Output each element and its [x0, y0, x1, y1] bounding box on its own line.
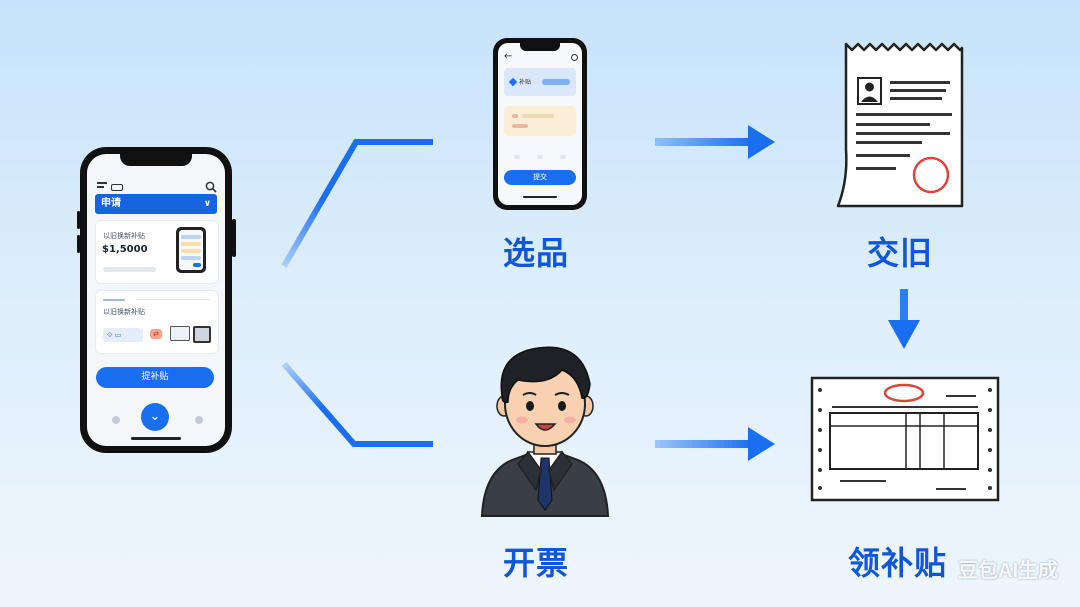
search-icon[interactable]: [205, 181, 217, 193]
step-label-invoice: 开票: [503, 544, 570, 582]
red-stamp-icon: [912, 156, 950, 194]
phone-select-screen: ← 补贴 提交: [498, 43, 582, 205]
phone-main: 申请 ∨ 以旧换新补贴 $1,5000 以旧换新补贴 ⟐ ▭: [77, 147, 236, 453]
receipt-icon: [836, 42, 964, 208]
branch-line-upper: [281, 139, 433, 268]
product-option-card[interactable]: [504, 106, 576, 136]
swap-icon: ⇄: [150, 329, 162, 339]
phone-main-screen: 申请 ∨ 以旧换新补贴 $1,5000 以旧换新补贴 ⟐ ▭: [87, 154, 225, 446]
menu-icon[interactable]: [97, 182, 107, 190]
step-label-select: 选品: [503, 234, 570, 272]
header-title: 申请: [101, 198, 121, 209]
watermark-text: 豆包AI生成: [958, 560, 1058, 582]
product-phone-icon: [176, 227, 206, 273]
arrow-tradein-to-subsidy: [888, 289, 920, 349]
chip-label: 补贴: [519, 79, 532, 86]
tradein-card[interactable]: 以旧换新补贴 ⟐ ▭ ⇄: [95, 290, 219, 354]
phone-notch-small: [520, 43, 560, 51]
settings-dot-icon[interactable]: [571, 54, 578, 61]
header-bar[interactable]: 申请 ∨: [95, 194, 217, 214]
old-monitor-icon: [193, 326, 211, 343]
logo-icon: [111, 184, 123, 191]
businessman-icon: [480, 346, 610, 517]
invoice-form-icon: [810, 376, 1000, 502]
nav-user-icon[interactable]: [195, 416, 203, 424]
phone-select: ← 补贴 提交: [493, 38, 587, 210]
phone-notch: [120, 154, 192, 166]
step-label-trade-in: 交旧: [867, 234, 934, 272]
old-laptop-icon: [170, 326, 190, 341]
step-label-subsidy: 领补贴: [848, 544, 948, 582]
product-card[interactable]: 以旧换新补贴: [95, 220, 219, 284]
invoice-stamp-icon: [883, 383, 925, 403]
back-arrow-icon[interactable]: ←: [504, 51, 513, 62]
product-line: 以旧换新补贴: [103, 232, 145, 240]
apply-subsidy-button[interactable]: 提补贴: [96, 367, 214, 388]
download-arrow-icon[interactable]: ⌄: [141, 403, 169, 431]
arrow-select-to-tradein: [655, 125, 775, 159]
price-value: $1,5000: [102, 244, 148, 255]
subsidy-chip-card[interactable]: 补贴: [504, 68, 576, 96]
section-line: 以旧换新补贴: [103, 308, 145, 316]
chevron-down-icon[interactable]: ∨: [203, 199, 211, 209]
home-indicator: [131, 437, 181, 440]
coupon-chip: ⟐ ▭: [103, 328, 143, 342]
branch-line-lower: [281, 362, 433, 447]
submit-button[interactable]: 提交: [504, 170, 576, 185]
arrow-invoice-to-subsidy: [655, 427, 775, 461]
nav-home-icon[interactable]: [112, 416, 120, 424]
